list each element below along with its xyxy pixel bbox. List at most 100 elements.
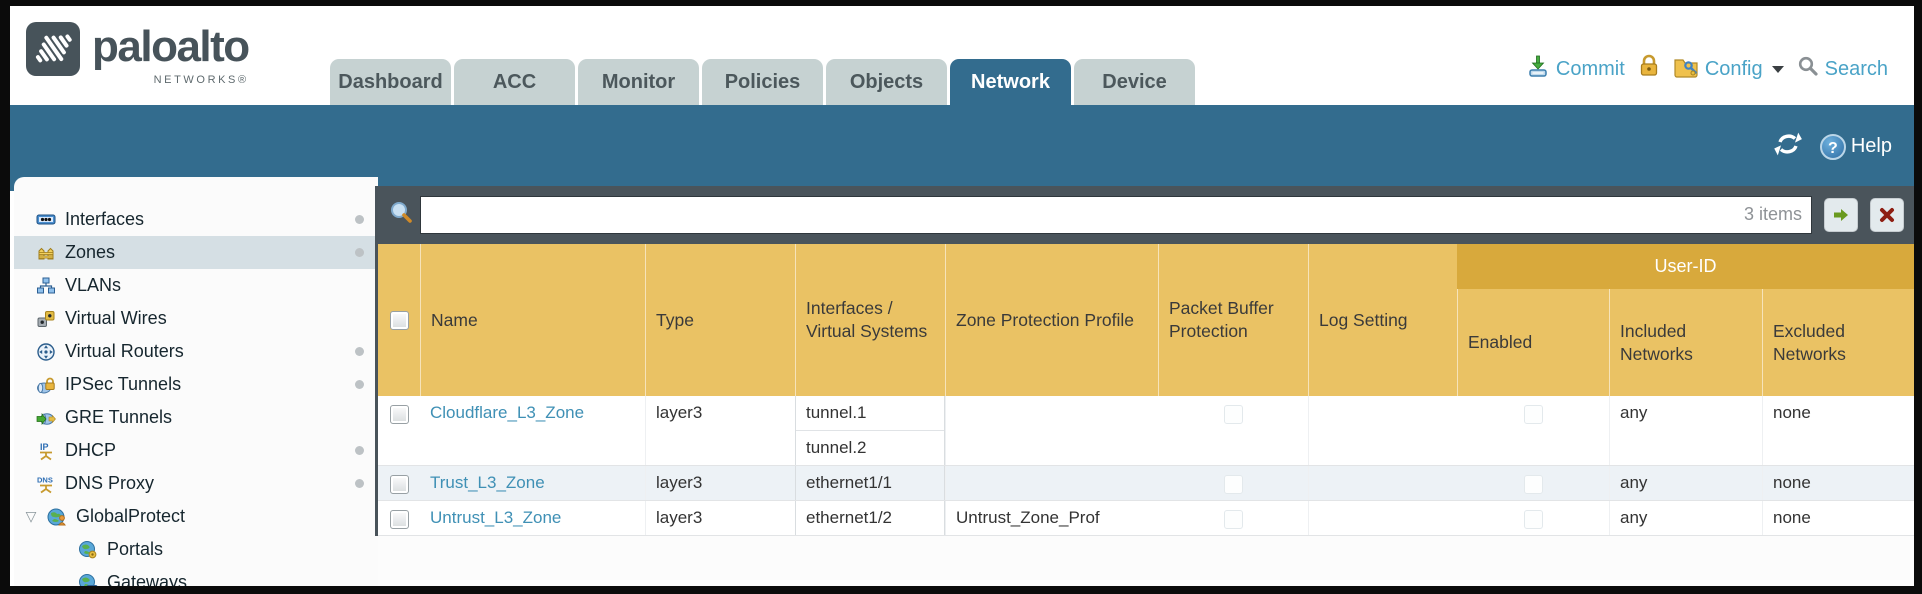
search-label: Search [1824, 57, 1888, 80]
apply-filter-button[interactable] [1824, 198, 1858, 232]
zone-name-link[interactable]: Cloudflare_L3_Zone [430, 403, 585, 422]
column-header-name[interactable]: Name [420, 244, 645, 396]
tab-objects[interactable]: Objects [826, 59, 947, 105]
zone-interfaces-cell: ethernet1/1 [795, 466, 945, 500]
search-button[interactable]: Search [1797, 55, 1888, 83]
column-header-type[interactable]: Type [645, 244, 795, 396]
paloalto-logo: paloalto NETWORKS® [26, 22, 250, 86]
packet-buffer-cell [1158, 501, 1308, 535]
sidebar-item-label: Zones [65, 242, 116, 262]
portals-icon [78, 540, 98, 560]
clear-filter-button[interactable] [1870, 198, 1904, 232]
interfaces-icon [36, 210, 56, 230]
virtual-routers-icon [36, 342, 56, 362]
select-all-checkbox[interactable] [389, 310, 409, 330]
column-header-packet-buffer[interactable]: Packet Buffer Protection [1158, 244, 1308, 396]
sidebar-item-vlans[interactable]: VLANs [14, 269, 378, 302]
tab-acc[interactable]: ACC [454, 59, 575, 105]
user-id-enabled-checkbox[interactable] [1523, 510, 1543, 529]
row-checkbox[interactable] [389, 405, 409, 424]
filter-input[interactable] [421, 197, 1811, 233]
zone-protection-cell [945, 466, 1158, 500]
interface-entry: tunnel.1 [796, 396, 944, 431]
sidebar-item-label: Virtual Wires [65, 308, 167, 328]
packet-buffer-cell [1158, 396, 1308, 465]
packet-buffer-checkbox[interactable] [1223, 510, 1243, 529]
config-icon [1673, 54, 1699, 84]
included-networks-cell: any [1609, 466, 1762, 500]
included-networks-cell: any [1609, 396, 1762, 465]
tab-device[interactable]: Device [1074, 59, 1195, 105]
sidebar-item-label: DHCP [65, 440, 117, 460]
sidebar-item-label: GlobalProtect [76, 506, 186, 526]
packet-buffer-cell [1158, 466, 1308, 500]
network-sidebar: Interfaces Zones [14, 177, 378, 586]
sidebar-item-portals[interactable]: Portals [14, 533, 378, 566]
sidebar-item-dhcp[interactable]: IP DHCP [14, 434, 378, 467]
column-header-enabled[interactable]: Enabled [1457, 244, 1609, 396]
brand-subtext: NETWORKS® [153, 74, 249, 86]
item-dot [355, 479, 364, 488]
column-header-log-setting[interactable]: Log Setting [1308, 244, 1457, 396]
sidebar-item-gre-tunnels[interactable]: GRE Tunnels [14, 401, 378, 434]
sidebar-item-dns-proxy[interactable]: DNS DNS Proxy [14, 467, 378, 500]
row-checkbox-cell [378, 501, 420, 535]
user-id-enabled-checkbox[interactable] [1523, 475, 1543, 494]
commit-button[interactable]: Commit [1526, 54, 1625, 84]
tab-network[interactable]: Network [950, 59, 1071, 105]
sidebar-item-zones[interactable]: Zones [14, 236, 378, 269]
sidebar-item-virtual-wires[interactable]: Virtual Wires [14, 302, 378, 335]
expander-triangle-icon[interactable]: ▽ [25, 508, 37, 524]
sidebar-item-virtual-routers[interactable]: Virtual Routers [14, 335, 378, 368]
zone-name-link[interactable]: Untrust_L3_Zone [430, 508, 562, 527]
ipsec-tunnels-icon [36, 375, 56, 395]
sidebar-item-ipsec-tunnels[interactable]: IPSec Tunnels [14, 368, 378, 401]
sidebar-item-label: Gateways [107, 572, 188, 586]
row-checkbox[interactable] [389, 475, 409, 494]
column-header-zone-protection[interactable]: Zone Protection Profile [945, 244, 1158, 396]
sidebar-item-label: Interfaces [65, 209, 145, 229]
content-left-edge [375, 186, 378, 536]
sidebar-item-label: GRE Tunnels [65, 407, 173, 427]
filter-search-icon [388, 200, 414, 231]
column-header-included-networks[interactable]: Included Networks [1609, 244, 1762, 396]
item-dot [355, 215, 364, 224]
select-all-column-header [378, 244, 420, 396]
tab-monitor[interactable]: Monitor [578, 59, 699, 105]
zones-table-header: User-ID Name Type Interfaces / Virtual S… [378, 244, 1914, 396]
excluded-networks-cell: none [1762, 466, 1914, 500]
tab-policies[interactable]: Policies [702, 59, 823, 105]
user-id-enabled-cell [1457, 396, 1609, 465]
user-id-enabled-checkbox[interactable] [1523, 405, 1543, 424]
help-button[interactable]: ? Help [1819, 133, 1892, 160]
sidebar-item-label: Virtual Routers [65, 341, 184, 361]
table-row: Trust_L3_Zone layer3 ethernet1/1 any non… [378, 466, 1914, 501]
paloalto-logo-icon [26, 22, 80, 81]
interface-entry: ethernet1/2 [806, 508, 893, 527]
column-header-excluded-networks[interactable]: Excluded Networks [1762, 244, 1914, 396]
virtual-wires-icon [36, 309, 56, 329]
item-dot [355, 347, 364, 356]
interface-entry: ethernet1/1 [806, 473, 893, 492]
commit-icon [1526, 54, 1550, 84]
packet-buffer-checkbox[interactable] [1223, 405, 1243, 424]
logo-text: paloalto NETWORKS® [92, 22, 250, 86]
sidebar-item-gateways[interactable]: Gateways [14, 566, 378, 586]
gre-tunnels-icon [36, 408, 56, 428]
excluded-networks-cell: none [1762, 396, 1914, 465]
lock-icon[interactable] [1638, 54, 1660, 84]
zone-name-link[interactable]: Trust_L3_Zone [430, 473, 545, 492]
zones-content: 3 items User-ID Name Type [378, 186, 1914, 586]
config-menu-button[interactable]: Config [1673, 54, 1784, 84]
column-header-interfaces[interactable]: Interfaces / Virtual Systems [795, 244, 945, 396]
interface-entry: tunnel.2 [806, 438, 867, 457]
packet-buffer-checkbox[interactable] [1223, 475, 1243, 494]
refresh-icon[interactable] [1774, 132, 1802, 161]
sidebar-item-interfaces[interactable]: Interfaces [14, 203, 378, 236]
tab-dashboard[interactable]: Dashboard [330, 59, 451, 105]
sidebar-item-globalprotect[interactable]: ▽ GlobalProtect [14, 500, 378, 533]
row-checkbox[interactable] [389, 510, 409, 529]
user-id-enabled-cell [1457, 466, 1609, 500]
panos-web-console: paloalto NETWORKS® Dashboard ACC Monitor… [10, 6, 1914, 586]
